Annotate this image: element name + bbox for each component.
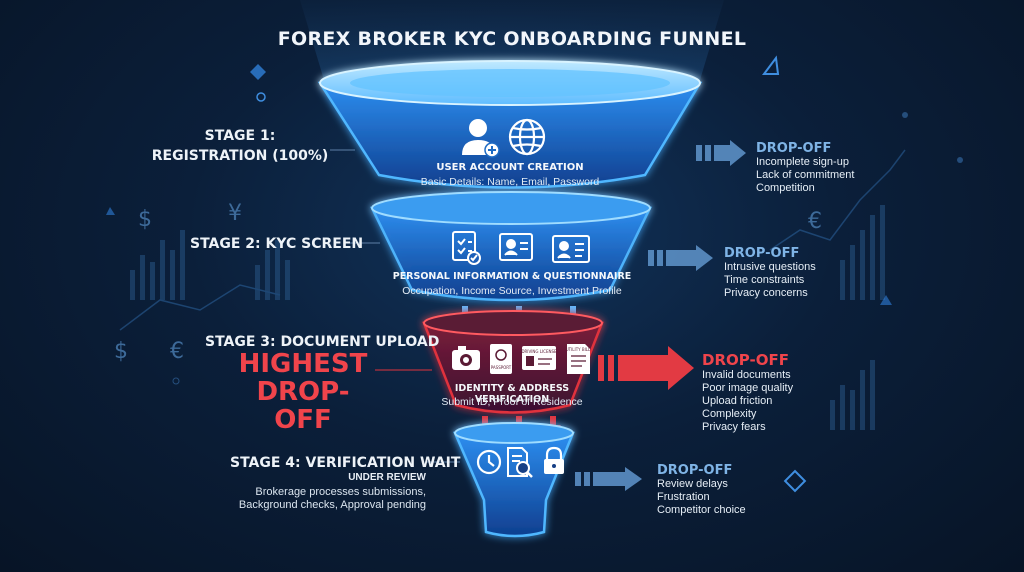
dropoff-reason: Competitor choice xyxy=(657,504,746,516)
dropoff-reason: Complexity xyxy=(702,408,757,420)
tier3-title: IDENTITY & ADDRESS VERIFICATION xyxy=(454,383,570,405)
diamond-decor-right xyxy=(783,469,807,493)
tier2-subtitle: Occupation, Income Source, Investment Pr… xyxy=(402,285,622,297)
svg-text:$: $ xyxy=(114,339,128,364)
dropoff-arrow-1 xyxy=(696,140,746,166)
lock-icon xyxy=(544,446,564,474)
dropoff-reason: Competition xyxy=(756,182,815,194)
triangle-decor-left-2 xyxy=(106,207,115,215)
dropoff-arrow-2 xyxy=(648,245,713,271)
page-title: FOREX BROKER KYC ONBOARDING FUNNEL xyxy=(277,28,747,50)
checklist-icon xyxy=(452,231,481,265)
dropoff-reason: Privacy concerns xyxy=(724,287,808,299)
tier1-title: USER ACCOUNT CREATION xyxy=(436,162,584,173)
background-decoration xyxy=(119,0,963,430)
dropoff-heading: DROP-OFF xyxy=(724,246,800,261)
camera-icon xyxy=(452,346,480,370)
svg-text:¥: ¥ xyxy=(228,201,242,226)
dropoff-reason: Intrusive questions xyxy=(724,261,816,273)
diamond-decor-left xyxy=(250,64,266,80)
stage2-label: STAGE 2: KYC SCREEN xyxy=(190,236,364,252)
utility-bill-icon: UTILITY BILL xyxy=(566,344,591,374)
svg-text:PASSPORT: PASSPORT xyxy=(491,365,512,370)
dropoff-reason: Poor image quality xyxy=(702,382,794,394)
globe-icon xyxy=(508,118,546,156)
left-trend-line-decor xyxy=(119,284,281,331)
under-review-title: UNDER REVIEW xyxy=(348,472,426,483)
stage3-label: STAGE 3: DOCUMENT UPLOAD xyxy=(205,334,440,350)
passport-icon: PASSPORT xyxy=(490,344,512,374)
dropoff-arrow-4 xyxy=(575,467,642,491)
svg-text:UTILITY BILL: UTILITY BILL xyxy=(566,347,591,352)
tier1-subtitle: Basic Details: Name, Email, Password xyxy=(420,176,600,188)
dropoff-arrow-3 xyxy=(598,346,694,390)
dropoff-reason: Incomplete sign-up xyxy=(756,156,849,168)
funnel-tier-3 xyxy=(422,310,604,414)
dropoff-heading: DROP-OFF xyxy=(702,351,789,369)
clock-icon xyxy=(476,449,502,475)
dropoff-reason: Privacy fears xyxy=(702,421,766,433)
ring-decor-left xyxy=(256,92,266,102)
stage4-label: STAGE 4: VERIFICATION WAIT xyxy=(230,455,461,471)
dropoff-reason: Upload friction xyxy=(702,395,773,407)
left-bar-chart-decor xyxy=(130,230,290,300)
triangle-decor-right xyxy=(762,55,780,75)
dropoff-reason: Invalid documents xyxy=(702,369,791,381)
triangle-decor-right-2 xyxy=(880,295,892,305)
dropoff-reason: Review delays xyxy=(657,478,728,490)
svg-text:€: € xyxy=(808,209,822,234)
funnel-tier-4 xyxy=(453,422,575,538)
dropoff-panel-1: DROP-OFF Incomplete sign-up Lack of comm… xyxy=(756,141,854,195)
dropoff-panel-2: DROP-OFF Intrusive questions Time constr… xyxy=(724,246,816,300)
dropoff-heading: DROP-OFF xyxy=(657,463,733,478)
dropoff-reason: Lack of commitment xyxy=(756,169,855,181)
document-search-icon xyxy=(507,447,533,478)
right-trend-line-decor xyxy=(769,149,906,251)
svg-text:$: $ xyxy=(138,207,152,232)
dropoff-panel-4: DROP-OFF Review delays Frustration Compe… xyxy=(657,463,746,517)
tier3-subtitle: Submit ID, Proof of Residence xyxy=(441,396,583,408)
svg-text:DRIVING LICENSE: DRIVING LICENSE xyxy=(521,349,557,354)
tier2-title: PERSONAL INFORMATION & QUESTIONNAIRE xyxy=(392,271,632,282)
under-review-description: Brokerage processes submissions,Backgrou… xyxy=(238,486,426,511)
profile-card-icon xyxy=(552,235,590,263)
id-card-icon xyxy=(499,233,533,261)
driving-license-icon: DRIVING LICENSE xyxy=(521,346,557,370)
svg-text:€: € xyxy=(170,339,184,364)
currency-symbol-decor: $ ¥ € $ € xyxy=(114,201,822,364)
add-user-icon xyxy=(462,119,500,158)
dropoff-reason: Time constraints xyxy=(724,274,805,286)
dropoff-heading: DROP-OFF xyxy=(756,141,832,156)
stage1-label: STAGE 1:REGISTRATION (100%) xyxy=(151,128,329,164)
dropoff-reason: Frustration xyxy=(657,491,710,503)
dropoff-panel-3: DROP-OFF Invalid documents Poor image qu… xyxy=(702,351,793,434)
